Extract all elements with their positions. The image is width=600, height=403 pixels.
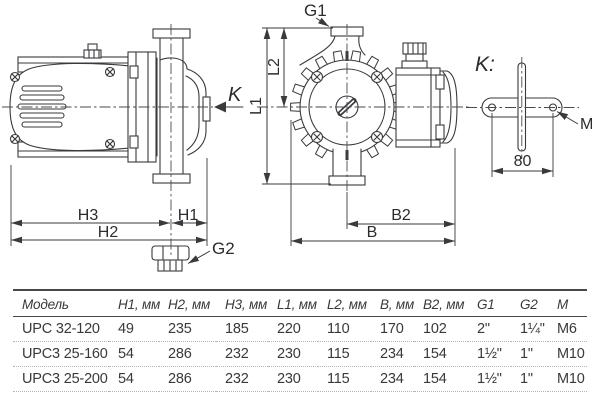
hole-span-dimension: 80 (491, 113, 554, 177)
label-k-view: K: (475, 53, 495, 76)
cell-b: 170 (371, 316, 414, 342)
cell-l2: 115 (318, 366, 371, 392)
b-dimensions: B2 B (290, 120, 456, 246)
cell-l1: 230 (268, 341, 318, 367)
label-g2: G2 (212, 239, 235, 258)
dim-label-h1: H1 (178, 207, 199, 224)
col-header-m: M (548, 289, 587, 317)
top-connector (83, 43, 102, 59)
table-row: UPC 32-120 49 235 185 220 110 170 102 2"… (13, 316, 587, 342)
cell-b: 234 (371, 366, 414, 392)
col-header-l2: L2, мм (318, 289, 371, 317)
cell-b2: 154 (414, 366, 468, 392)
cell-h1: 54 (109, 366, 159, 392)
cell-h3: 185 (216, 316, 268, 342)
cell-m: M6 (548, 316, 587, 342)
col-header-h3: H3, мм (216, 289, 268, 317)
cell-model: UPC3 25-160 (13, 341, 109, 367)
cell-g1: 1½" (468, 341, 511, 367)
cell-h3: 232 (216, 341, 268, 367)
cell-g1: 2" (468, 316, 511, 342)
g1-callout: G1 (304, 1, 330, 27)
k-direction-arrow: K (214, 84, 244, 113)
cell-model: UPC 32-120 (13, 316, 109, 342)
dim-label-l1: L1 (248, 97, 265, 115)
col-header-b: B, мм (371, 289, 414, 317)
face-screws (310, 70, 384, 144)
cell-h1: 49 (109, 316, 159, 342)
dim-label-h2: H2 (98, 224, 119, 241)
technical-drawing: K H3 H1 H2 G2 (2, 1, 593, 272)
spec-table: Модель H1, мм H2, мм H3, мм L1, мм L2, м… (13, 289, 587, 392)
cell-m: M10 (548, 341, 587, 367)
table-row: UPC3 25-160 54 286 232 230 115 234 154 1… (13, 341, 587, 367)
m-callout: M (556, 111, 593, 133)
cell-h2: 235 (159, 316, 216, 342)
vent-slots (17, 85, 67, 128)
table-header-row: Модель H1, мм H2, мм H3, мм L1, мм L2, м… (13, 289, 587, 317)
cell-l1: 230 (268, 366, 318, 392)
cell-b2: 102 (414, 316, 468, 342)
g2-union-fitting: G2 (151, 239, 235, 272)
dim-label-h3: H3 (78, 207, 99, 224)
col-header-model: Модель (13, 289, 109, 317)
cell-b2: 154 (414, 341, 468, 367)
dim-label-l2: L2 (266, 58, 283, 76)
label-g1: G1 (304, 1, 327, 20)
col-header-b2: B2, мм (414, 289, 468, 317)
h-dimensions: H3 H1 H2 (10, 158, 208, 246)
cell-h2: 286 (159, 341, 216, 367)
side-view: K H3 H1 H2 G2 (2, 24, 244, 272)
dim-label-b: B (367, 224, 378, 241)
table-row: UPC3 25-200 54 286 232 230 115 234 154 1… (13, 366, 587, 392)
cell-h3: 232 (216, 366, 268, 392)
col-header-h1: H1, мм (109, 289, 160, 317)
col-header-g1: G1 (468, 289, 511, 317)
terminal-box (395, 42, 458, 148)
dim-label-b2: B2 (391, 207, 411, 224)
cell-g2: 1¼" (511, 316, 548, 342)
cell-g2: 1" (511, 366, 548, 392)
col-header-g2: G2 (511, 289, 548, 317)
cable-gland (401, 42, 428, 69)
cell-h2: 286 (159, 366, 216, 392)
l-dimensions: L1 L2 (248, 27, 333, 185)
cell-g2: 1" (511, 341, 548, 367)
label-m: M (580, 116, 593, 133)
cell-m: M10 (548, 366, 587, 392)
col-header-h2: H2, мм (159, 289, 216, 317)
cell-h1: 54 (109, 341, 159, 367)
cell-b: 234 (371, 341, 414, 367)
bottom-pipe-flange (152, 173, 191, 184)
cell-g1: 1½" (468, 366, 511, 392)
cell-model: UPC3 25-200 (13, 366, 109, 392)
label-k-arrow: K (228, 84, 243, 106)
col-header-l1: L1, мм (268, 289, 318, 317)
cell-l1: 220 (268, 316, 318, 342)
k-view: K: M 80 (466, 53, 593, 177)
pump-volute (152, 28, 211, 184)
k-view-face (202, 96, 211, 122)
cell-l2: 110 (318, 316, 371, 342)
front-view: G1 L1 L2 B2 B (248, 1, 469, 246)
cell-l2: 115 (318, 341, 371, 367)
top-pipe-flange (152, 28, 191, 39)
dim-label-80: 80 (514, 153, 532, 170)
housing-screws (9, 66, 116, 150)
